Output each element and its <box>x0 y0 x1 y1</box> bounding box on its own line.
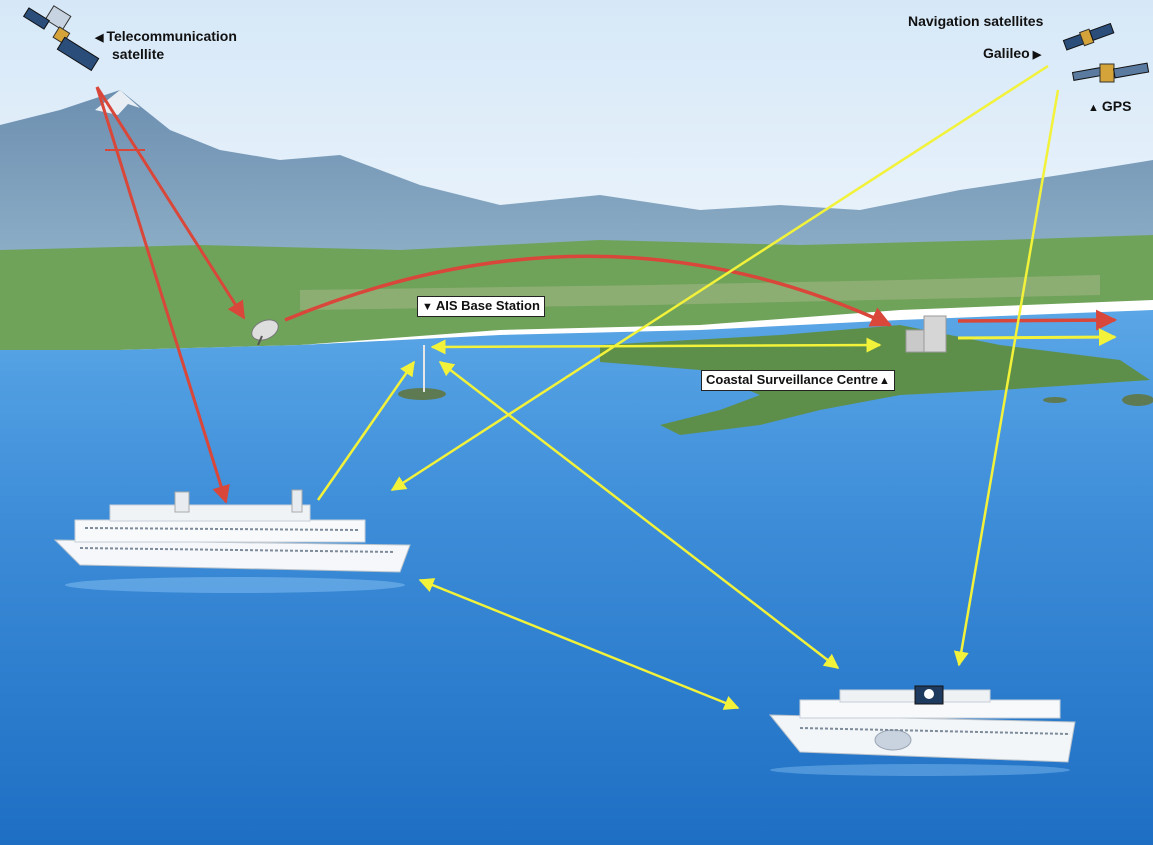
link-centre-out-yellow <box>957 328 1117 347</box>
gps-satellite-icon <box>1071 62 1150 83</box>
navigation-satellites-label: Navigation satellites <box>908 13 1044 29</box>
link-gps-ship-right <box>953 89 1060 667</box>
link-ais-centre <box>430 337 882 355</box>
rock-right <box>1122 394 1153 406</box>
link-ship-left-ais <box>316 360 416 501</box>
link-centre-out-red <box>957 309 1118 331</box>
galileo-label: Galileo▶ <box>983 45 1042 61</box>
coastal-centre-building-1 <box>905 329 927 353</box>
coastal-surveillance-centre-label: Coastal Surveillance Centre▲ <box>701 370 895 391</box>
dish-antenna <box>251 319 279 346</box>
coastal-centre-building-2 <box>923 315 947 353</box>
rock-mid <box>1043 397 1067 403</box>
telecom-links <box>95 86 1118 504</box>
telecom-satellite-label: ◀Telecommunication satellite <box>95 28 237 62</box>
link-sat-to-dish <box>95 86 246 320</box>
mountains <box>0 90 1153 270</box>
ais-islet <box>398 388 446 400</box>
down-triangle-icon: ▼ <box>422 301 433 313</box>
ais-base-station-label: ▼AIS Base Station <box>417 296 545 317</box>
up-triangle-icon: ▲ <box>878 375 890 387</box>
snow-caps <box>95 90 140 115</box>
link-ais-ship-right <box>438 361 840 669</box>
ship-left <box>53 489 411 593</box>
link-dish-to-centre <box>284 254 892 327</box>
ship-right <box>768 685 1076 776</box>
up-triangle-icon: ▲ <box>1088 102 1099 114</box>
gps-label: ▲GPS <box>1088 98 1132 114</box>
ais-links <box>316 64 1117 710</box>
left-triangle-icon: ◀ <box>95 32 104 44</box>
telecom-satellite-icon <box>22 5 100 72</box>
right-triangle-icon: ▶ <box>1032 49 1042 61</box>
link-sat-to-ship <box>95 86 230 504</box>
galileo-satellite-icon <box>1062 22 1115 51</box>
link-ship-ship <box>418 578 740 710</box>
